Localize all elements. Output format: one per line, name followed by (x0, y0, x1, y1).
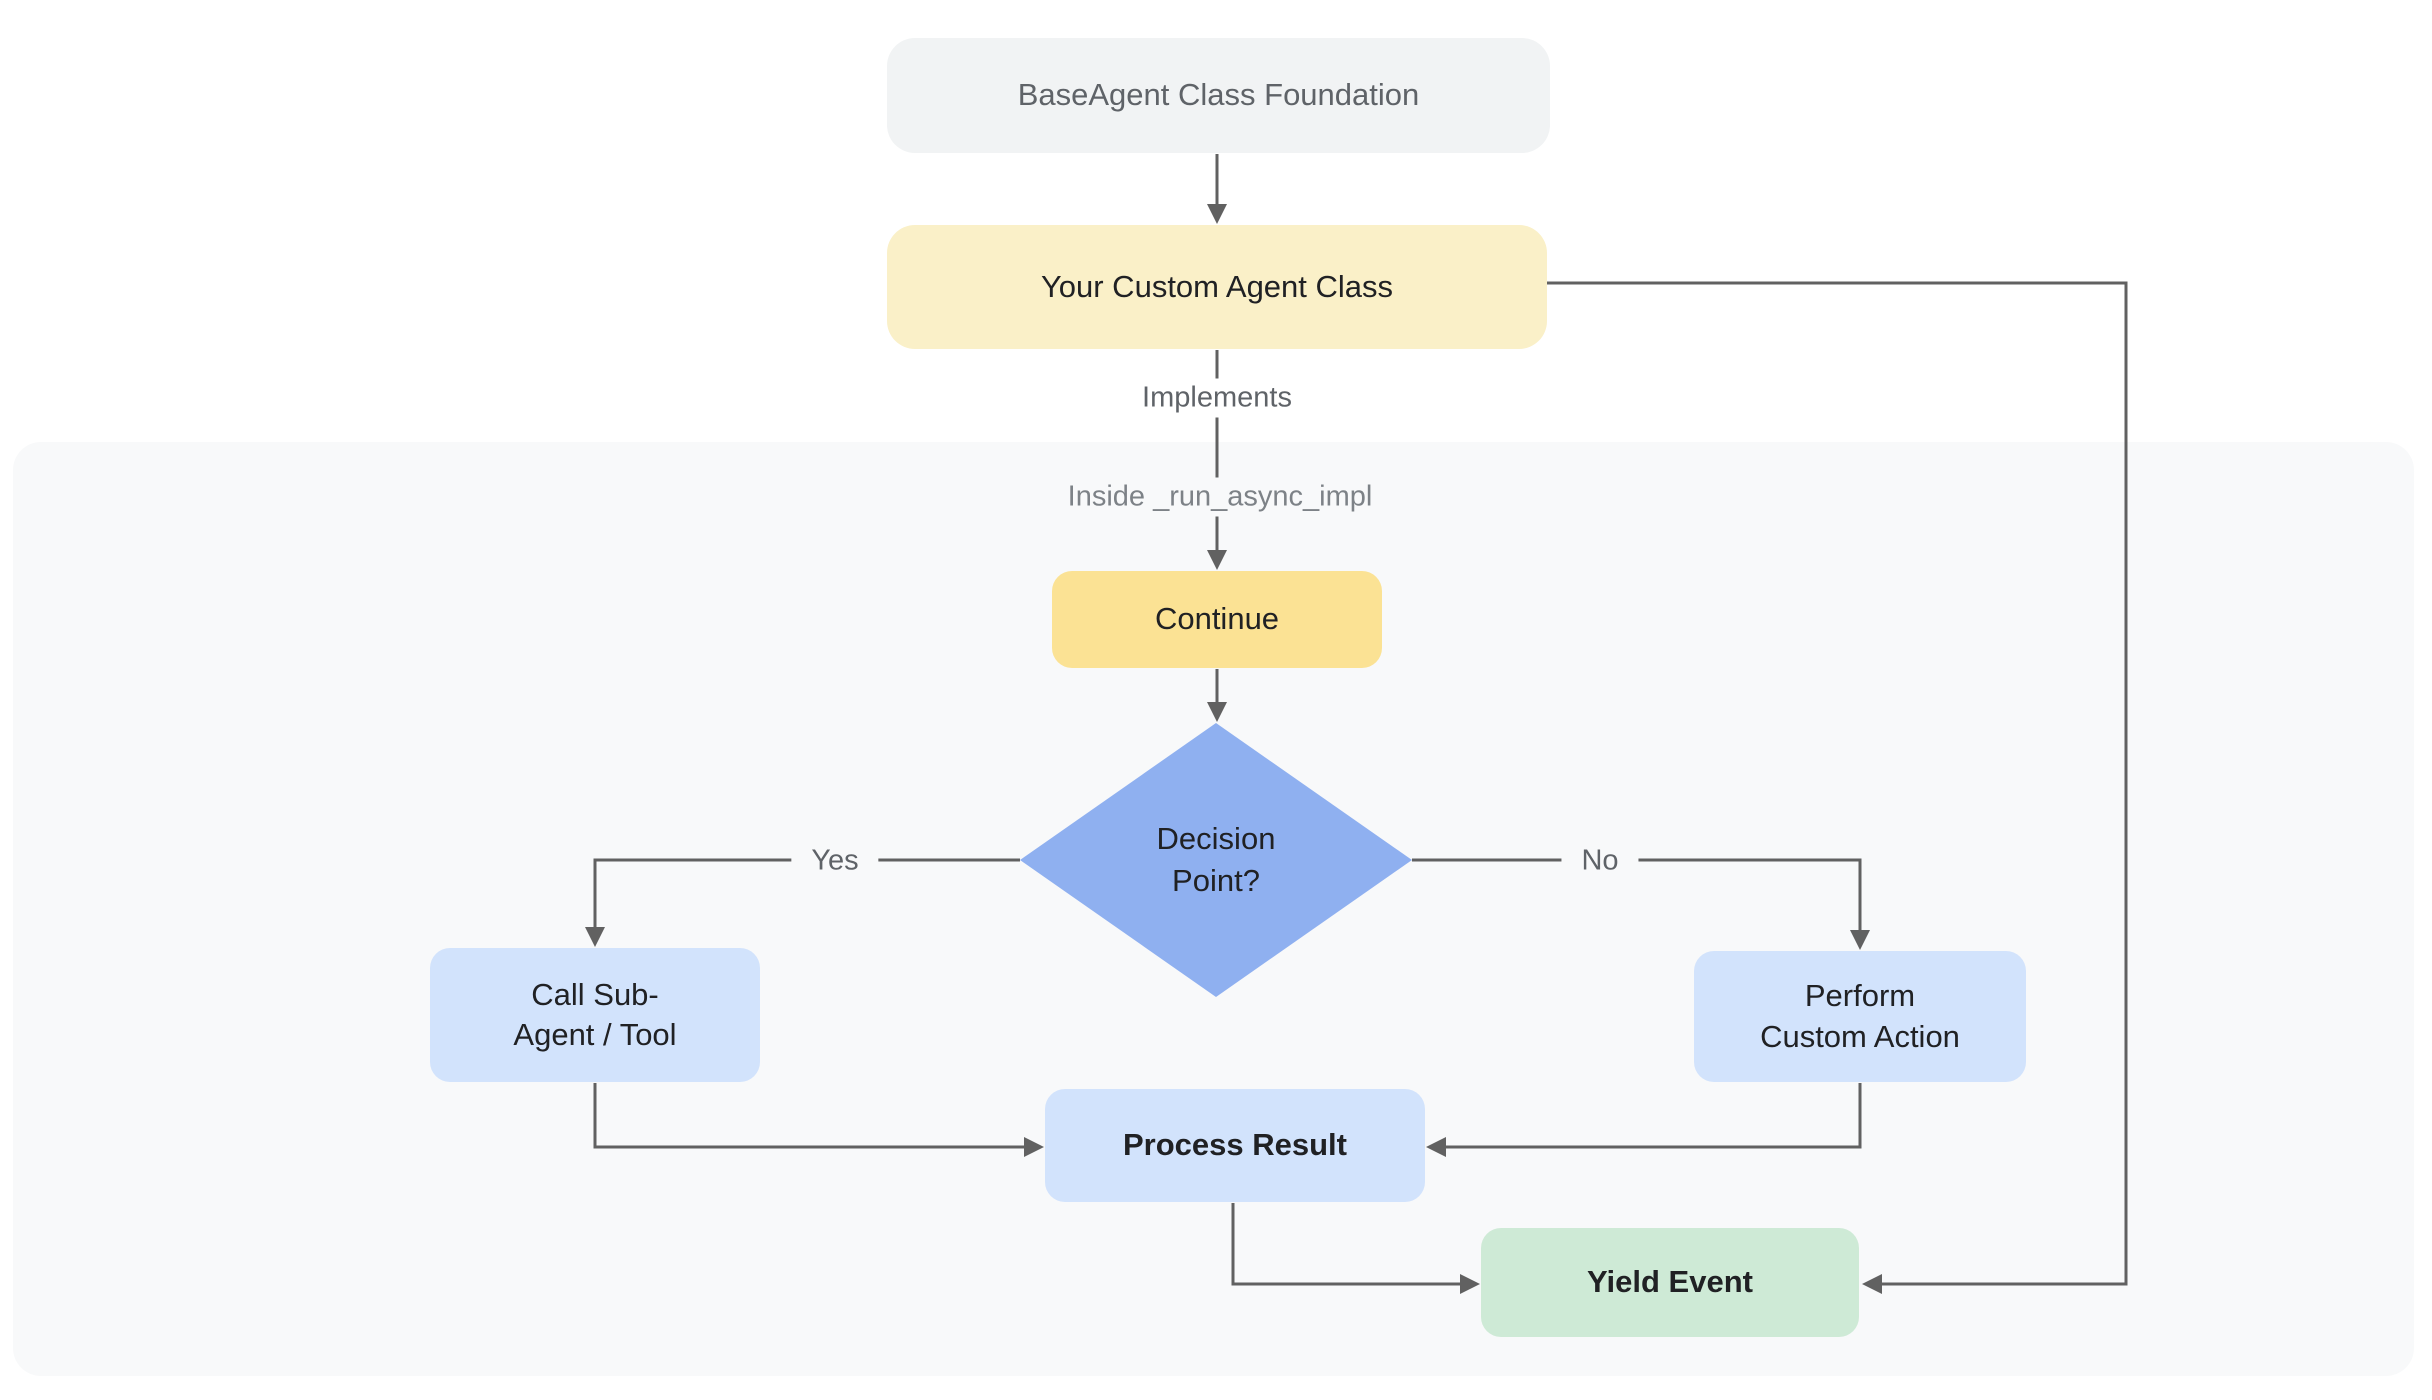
node-custom-agent-label: Your Custom Agent Class (1040, 268, 1394, 304)
node-continue: Continue (1052, 571, 1382, 668)
edge-callsub-to-process (593, 1083, 1044, 1157)
edge-perform-to-process (1426, 1083, 1862, 1157)
edge-process-to-yield (1231, 1203, 1480, 1294)
node-call-sub-agent: Call Sub- Agent / Tool (430, 948, 760, 1082)
decision-diamond-shape (1020, 723, 1412, 997)
edge-label-yes: Yes (791, 841, 879, 881)
subgraph-title-inside-run-async-impl: Inside _run_async_impl (1047, 477, 1393, 517)
node-base-agent-label: BaseAgent Class Foundation (1017, 77, 1420, 113)
decision-line-1: Decision (1156, 821, 1276, 857)
node-process-result: Process Result (1045, 1089, 1425, 1202)
node-decision-label: Decision Point? (1056, 760, 1376, 960)
edge-label-no: No (1561, 841, 1639, 881)
node-yield-event-label: Yield Event (1587, 1264, 1753, 1300)
perform-custom-action-line-2: Custom Action (1760, 1018, 1960, 1054)
node-yield-event: Yield Event (1481, 1228, 1859, 1337)
perform-custom-action-line-1: Perform (1804, 978, 1916, 1014)
node-process-result-label: Process Result (1123, 1127, 1347, 1163)
edge-label-implements: Implements (1122, 378, 1312, 418)
call-sub-agent-line-1: Call Sub- (531, 976, 659, 1012)
edge-decision-no (1412, 858, 1870, 950)
node-perform-custom-action: Perform Custom Action (1694, 951, 2026, 1082)
decision-line-2: Point? (1172, 863, 1260, 898)
edge-custom-to-yield-feedback (1547, 281, 2128, 1294)
node-base-agent: BaseAgent Class Foundation (887, 38, 1550, 153)
node-custom-agent: Your Custom Agent Class (887, 225, 1547, 349)
node-continue-label: Continue (1154, 601, 1280, 637)
call-sub-agent-line-2: Agent / Tool (513, 1017, 677, 1052)
